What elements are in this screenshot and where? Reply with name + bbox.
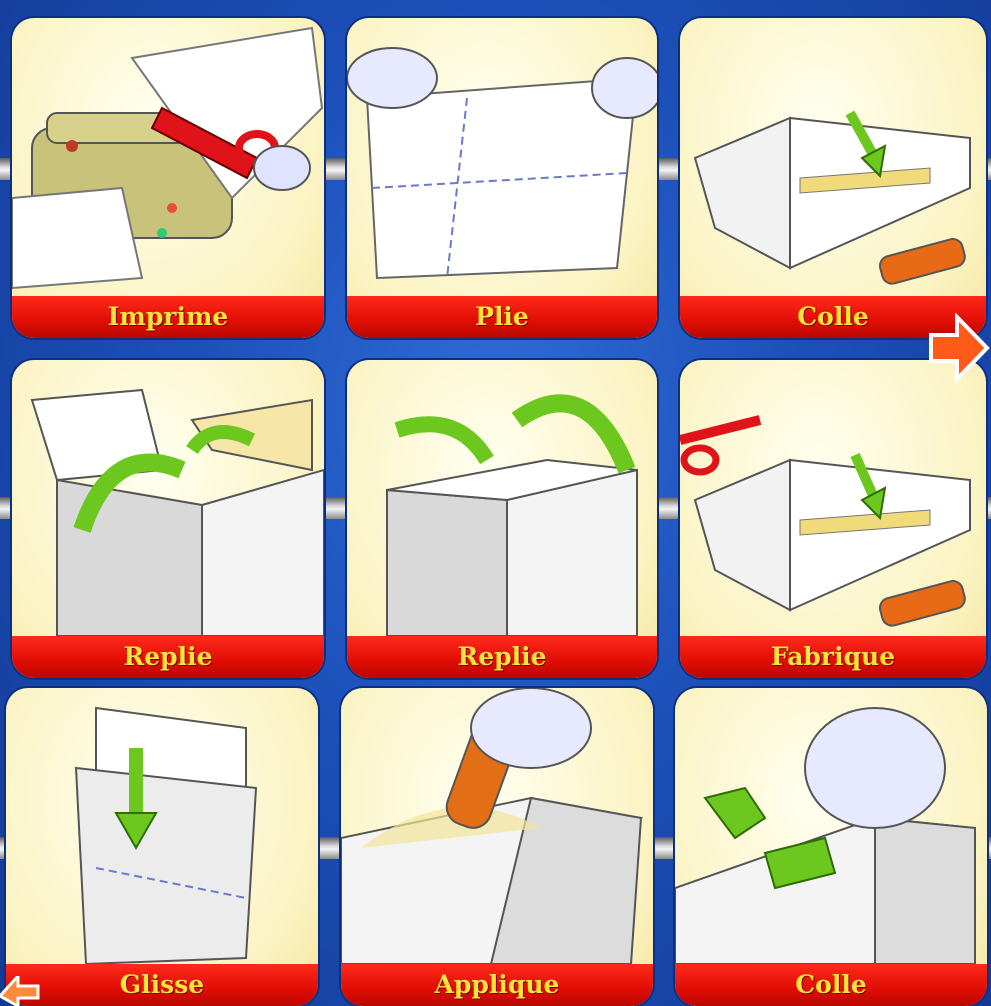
red-arrow-right-icon[interactable]	[925, 313, 991, 383]
step-card-print[interactable]: Imprime	[12, 18, 324, 338]
step-label: Replie	[347, 636, 657, 678]
box-closing-illustration	[347, 360, 657, 636]
scissors-glue-box-illustration	[680, 360, 986, 636]
step-card-apply[interactable]: Applique	[341, 688, 653, 1006]
step-label: Replie	[12, 636, 324, 678]
step-label: Fabrique	[680, 636, 986, 678]
printer-illustration	[12, 18, 324, 296]
step-card-fold-back-2[interactable]: Replie	[347, 360, 657, 678]
step-label: Glisse	[6, 964, 318, 1006]
step-label: Plie	[347, 296, 657, 338]
step-card-fold[interactable]: Plie	[347, 18, 657, 338]
folding-paper-illustration	[347, 18, 657, 296]
box-flaps-illustration	[12, 360, 324, 636]
step-card-fold-back-1[interactable]: Replie	[12, 360, 324, 678]
step-card-glue-2[interactable]: Colle	[675, 688, 987, 1006]
step-card-slide[interactable]: Glisse	[6, 688, 318, 1006]
step-card-build[interactable]: Fabrique	[680, 360, 986, 678]
press-box-illustration	[675, 688, 987, 964]
box-slide-illustration	[6, 688, 318, 964]
step-label: Applique	[341, 964, 653, 1006]
step-label: Imprime	[12, 296, 324, 338]
glue-stick-box-illustration	[341, 688, 653, 964]
step-label: Colle	[675, 964, 987, 1006]
glue-box-illustration	[680, 18, 986, 296]
arrow-left-icon[interactable]	[0, 976, 40, 1006]
step-card-glue-1[interactable]: Colle	[680, 18, 986, 338]
